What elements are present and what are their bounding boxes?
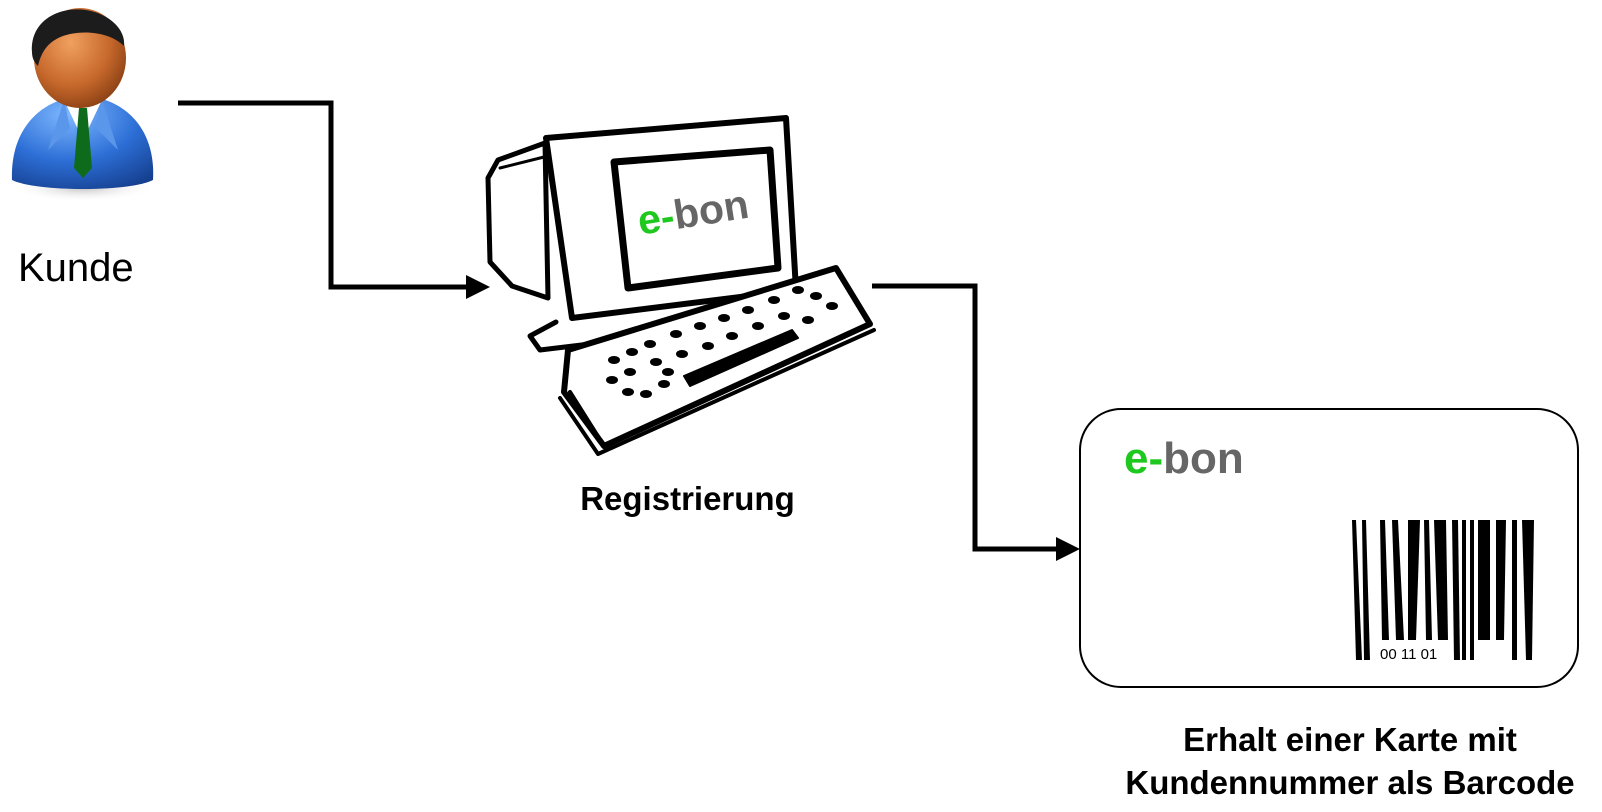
brand-name: bon xyxy=(1163,434,1244,483)
customer-card xyxy=(1079,408,1579,688)
connector-registration-card xyxy=(872,283,1058,552)
card-brand-logo: e-bon xyxy=(1124,434,1244,484)
computer-icon xyxy=(485,115,876,456)
brand-prefix: e- xyxy=(1124,434,1164,483)
arrowhead-registration xyxy=(466,275,490,299)
barcode-digits: 00 11 01 xyxy=(1380,646,1437,663)
registration-label: Registrierung xyxy=(580,480,795,517)
connector-customer-registration xyxy=(178,100,468,290)
arrowhead-card xyxy=(1056,537,1080,561)
customer-label: Kunde xyxy=(18,246,134,290)
barcode-icon xyxy=(1352,520,1534,660)
user-icon xyxy=(11,8,155,202)
card-label-line2: Kundennummer als Barcode xyxy=(1125,764,1575,801)
card-label: Erhalt einer Karte mit Kundennummer als … xyxy=(1110,718,1590,804)
card-label-line1: Erhalt einer Karte mit xyxy=(1183,721,1517,758)
